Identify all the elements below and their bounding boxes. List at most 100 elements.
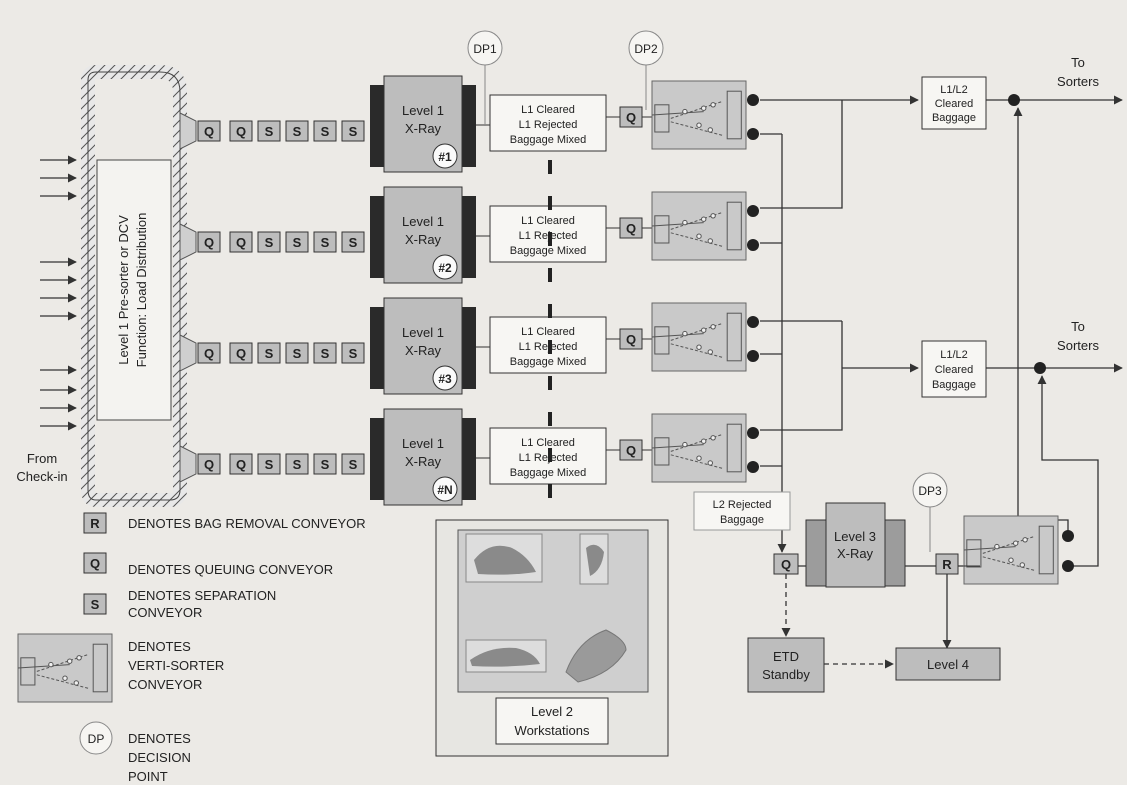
conveyor-label: Q [626,221,636,236]
to-sorters-2-line2: Sorters [1057,338,1099,353]
conveyor-label: Q [626,443,636,458]
level3-verti-sorter [964,516,1074,584]
legend: R DENOTES BAG REMOVAL CONVEYOR Q DENOTES… [18,513,366,784]
separation-conveyor: S [314,232,336,252]
separation-conveyor: S [286,121,308,141]
xray-label-line2: X-Ray [405,232,442,247]
xray-badge-label: #1 [438,150,452,164]
xray-label-line1: Level 1 [402,214,444,229]
from-checkin-line2: Check-in [16,469,67,484]
lane-feed-chute [180,224,196,260]
legend-separation-key: S [91,597,100,612]
queuing-conveyor: Q [230,121,252,141]
cleared-box-1: L1/L2 Cleared Baggage [922,77,986,129]
legend-verti-line2: VERTI-SORTER [128,658,224,673]
conveyor-label: Q [204,457,214,472]
l2-rejected-line1: L2 Rejected [713,499,772,511]
separation-conveyor: S [286,232,308,252]
level3-line2: X-Ray [837,546,874,561]
level2-workstations-panel: Level 2 Workstations [436,520,668,756]
separation-conveyor: S [258,454,280,474]
level3-cleared-dot [1062,530,1074,542]
conveyor-label: S [265,346,274,361]
level3-removal-key: R [942,557,952,572]
conveyor-label: S [293,235,302,250]
level3-removal-conveyor: R [936,554,958,574]
decision-line: L1 Rejected [519,119,578,131]
level3-sorter-body [964,516,1058,584]
legend-separation-line1: DENOTES SEPARATION [128,588,276,603]
level3-line1: Level 3 [834,529,876,544]
conveyor-label: Q [204,346,214,361]
presorter-loop: Level 1 Pre-sorter or DCV Function: Load… [88,72,180,500]
conveyor-label: Q [204,124,214,139]
level4-box: Level 4 [896,648,1000,680]
checkin-arrows [40,160,76,426]
conveyor-label: Q [626,110,636,125]
separation-conveyor: S [342,343,364,363]
lane-feed-chute [180,446,196,482]
level1-xray-2: Level 1X-Ray#2 [370,187,476,283]
conveyor-label: S [321,124,330,139]
verti-sorter-1 [652,81,746,149]
conveyor-label: S [349,124,358,139]
from-checkin-line1: From [27,451,57,466]
legend-dp-line2: DECISION [128,750,191,765]
level3-queue-conveyor: Q [774,554,798,574]
etd-line2: Standby [762,667,810,682]
workstations-line2: Workstations [515,723,590,738]
conveyor-label: S [293,457,302,472]
conveyor-label: S [265,235,274,250]
queuing-conveyor: Q [620,329,642,349]
separation-conveyor: S [314,343,336,363]
screening-lanes: QQSSSSLevel 1X-Ray#1L1 ClearedL1 Rejecte… [180,76,759,505]
queuing-conveyor: Q [198,343,220,363]
conveyor-label: S [349,346,358,361]
separation-conveyor: S [342,454,364,474]
conveyor-label: S [321,235,330,250]
cleared-output-dot [747,205,759,217]
verti-sorter-3 [652,303,746,371]
queuing-conveyor: Q [230,343,252,363]
decision-line: Baggage Mixed [510,245,586,257]
legend-decision-point: DP DENOTES DECISION POINT [80,722,191,784]
legend-verti-line3: CONVEYOR [128,677,202,692]
xray-label-line2: X-Ray [405,454,442,469]
queuing-conveyor: Q [198,121,220,141]
cleared-box-1-line1: L1/L2 [940,84,968,96]
level4-label: Level 4 [927,657,969,672]
conveyor-label: S [265,124,274,139]
decision-line: Baggage Mixed [510,134,586,146]
conveyor-label: Q [236,235,246,250]
conveyor-label: S [321,457,330,472]
dp3-marker: DP3 [913,473,947,552]
level1-xray-1: Level 1X-Ray#1 [370,76,476,172]
legend-dp-key: DP [88,732,105,746]
l2-rejected-box: L2 Rejected Baggage [694,492,790,530]
legend-dp-line1: DENOTES [128,731,191,746]
conveyor-label: Q [236,346,246,361]
to-sorters-1-line1: To [1071,55,1085,70]
rejected-output-dot [747,128,759,140]
rejected-output-dot [747,239,759,251]
dp2-label: DP2 [634,42,658,56]
legend-verti-line1: DENOTES [128,639,191,654]
queuing-conveyor: Q [620,440,642,460]
verti-sorter-2 [652,192,746,260]
to-sorters-1-line2: Sorters [1057,74,1099,89]
junction-dot-1 [1008,94,1020,106]
lane-feed-chute [180,113,196,149]
l2-rejected-line2: Baggage [720,514,764,526]
rejected-output-dot [747,350,759,362]
verti-sorter-4 [652,414,746,482]
conveyor-label: Q [236,124,246,139]
separation-conveyor: S [258,121,280,141]
queuing-conveyor: Q [230,454,252,474]
dp1-label: DP1 [473,42,497,56]
legend-separation-line2: CONVEYOR [128,605,202,620]
legend-separation: S DENOTES SEPARATION CONVEYOR [84,588,276,620]
etd-standby-box: ETD Standby [748,638,824,692]
separation-conveyor: S [342,232,364,252]
